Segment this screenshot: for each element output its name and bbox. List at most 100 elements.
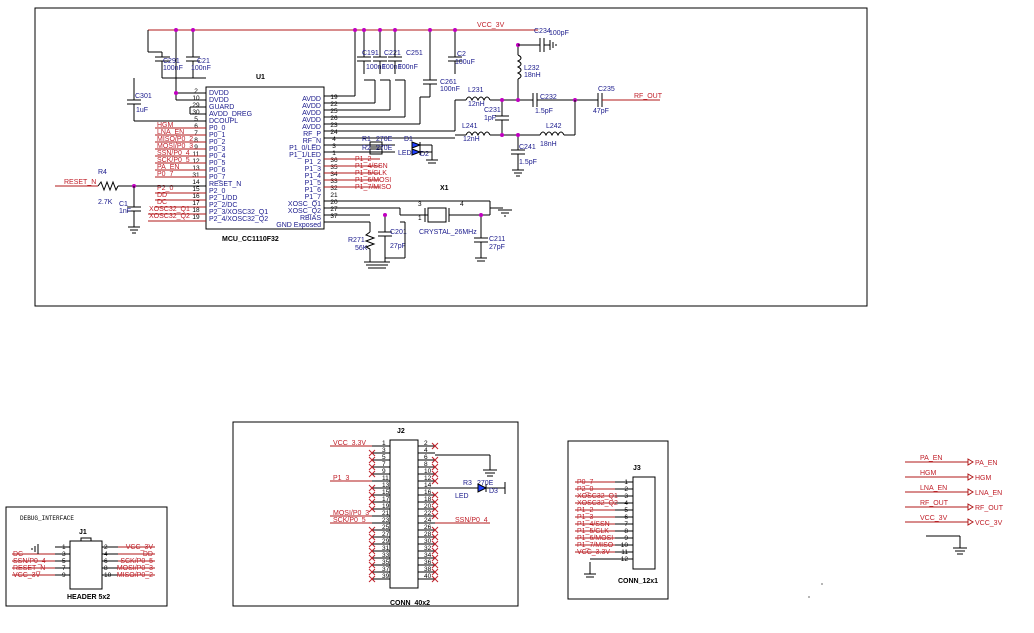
j2-frame (232, 421, 519, 607)
j3-pin-number: 1 (624, 479, 628, 486)
svg-text:C1: C1 (119, 201, 128, 208)
svg-text:27pF: 27pF (390, 243, 406, 250)
u1-pin-name: RBIAS (300, 215, 321, 222)
j2-pin-number: 6 (424, 454, 428, 461)
port-arrow-icon (967, 503, 974, 511)
svg-text:1.5pF: 1.5pF (519, 159, 537, 166)
j2-pin-number: 17 (382, 496, 390, 503)
j2-pin-number: 16 (424, 489, 432, 496)
j2-pin-number: 27 (382, 531, 390, 538)
j1-pin-number: 4 (104, 551, 108, 558)
j1-pin-number: 9 (62, 572, 66, 579)
svg-text:C291: C291 (163, 58, 180, 65)
svg-text:100nF: 100nF (382, 64, 402, 71)
u1-pin-number: 12 (192, 158, 200, 165)
j1-net-label: VCC_3V (13, 572, 41, 579)
main-sheet-frame (34, 7, 868, 307)
j2-pin-number: 26 (424, 524, 432, 531)
u1-pin-name: XOSC_Q2 (288, 208, 321, 215)
u1-pin-number: 10 (192, 95, 200, 102)
j3-net-label: P1_3 (577, 514, 593, 521)
j2-pin-number: 40 (424, 573, 432, 580)
svg-text:C235: C235 (598, 86, 615, 93)
u1-net-label: P2_0 (157, 185, 173, 192)
cap-c2: C2 100uF (448, 51, 475, 74)
svg-text:R4: R4 (98, 169, 107, 176)
j2-pin-number: 35 (382, 559, 390, 566)
svg-text:L241: L241 (462, 123, 478, 130)
j3-pin-number: 3 (624, 493, 628, 500)
u1-net-label: PA_EN (157, 164, 179, 171)
u1-net-label: XOSC32_Q2 (149, 213, 190, 220)
svg-text:4: 4 (460, 201, 464, 208)
j3-net-label: P2_0 (577, 486, 593, 493)
j1-pin-number: 5 (62, 558, 66, 565)
no-connect-mark (431, 540, 439, 548)
rf-out-net-label: RF_OUT (634, 93, 663, 100)
j1-pin-number: 6 (104, 558, 108, 565)
j1-net-label: MISO/P0_2 (117, 572, 153, 579)
u1-pin-name: P0_6 (209, 167, 225, 174)
u1-pin-number: 11 (193, 151, 200, 158)
svg-text:L232: L232 (524, 65, 540, 72)
u1-pin-number: 8 (194, 137, 198, 144)
u1-pin-name: RF_N (303, 138, 321, 145)
no-connect-mark (431, 554, 439, 562)
u1-pin-number: 2 (194, 88, 198, 95)
svg-text:1uF: 1uF (136, 107, 148, 114)
j3-pin-number: 4 (624, 500, 628, 507)
svg-text:CRYSTAL_26MHz: CRYSTAL_26MHz (419, 229, 477, 236)
j2-pin-number: 30 (424, 538, 432, 545)
svg-text:X1: X1 (440, 185, 449, 192)
svg-text:100nF: 100nF (398, 64, 418, 71)
u1-pin-name: P1_2 (305, 159, 321, 166)
j2-net-label: SSN/P0_4 (455, 517, 488, 524)
no-connect-mark (431, 547, 439, 555)
u1-pin-number: 1 (332, 150, 336, 157)
cap-c291: C291 100nF (148, 51, 183, 78)
vcc-label: VCC_3V (477, 22, 505, 29)
svg-text:C2: C2 (457, 51, 466, 58)
u1-pin-number: 22 (330, 101, 338, 108)
no-connect-mark (368, 554, 376, 562)
j2-pin-number: 9 (382, 468, 386, 475)
u1-pin-name: RF_P (303, 131, 321, 138)
u1-pin-number: 34 (330, 171, 338, 178)
j3-net-label: XOSC32_Q2 (577, 500, 618, 507)
svg-text:LED: LED (398, 150, 412, 157)
j1-net-label: DD (143, 551, 153, 558)
j2-pin-number: 1 (382, 440, 386, 447)
no-connect-mark (431, 477, 439, 485)
svg-text:D2: D2 (420, 151, 429, 158)
svg-text:1pF: 1pF (484, 115, 496, 122)
j3-net-label: XOSC32_Q1 (577, 493, 618, 500)
svg-text:C234: C234 (534, 28, 551, 35)
port-net-label: PA_EN (920, 455, 942, 462)
no-connect-mark (368, 505, 376, 513)
svg-text:C261: C261 (440, 79, 457, 86)
j2-pin-number: 19 (382, 503, 390, 510)
u1-net-label: MISO/P0_2 (157, 136, 193, 143)
no-connect-mark (431, 526, 439, 534)
svg-text:2.7K: 2.7K (98, 199, 113, 206)
no-connect-mark (431, 470, 439, 478)
svg-text:C191: C191 (362, 50, 379, 57)
u1-pin-name: P2_2/DC (209, 202, 237, 209)
svg-text:R3: R3 (463, 480, 472, 487)
j2-pin-number: 22 (424, 510, 432, 517)
port-net-label: LNA_EN (920, 485, 947, 492)
u1-pin-number: 13 (192, 165, 200, 172)
j1-body (69, 540, 103, 590)
j3-frame (567, 440, 669, 600)
port-name: VCC_3V (975, 520, 1003, 527)
u1-pin-name: AVDD (302, 110, 321, 117)
u1-pin-number: 9 (194, 144, 198, 151)
no-connect-mark (368, 484, 376, 492)
u1-pin-number: 5 (194, 116, 198, 123)
j2-pin-number: 10 (424, 468, 432, 475)
j2-net-label: MOSI/P0_3 (333, 510, 369, 517)
j1-pin-number: 1 (62, 544, 66, 551)
svg-text:LED: LED (455, 493, 469, 500)
j1-pin-number: 10 (104, 572, 112, 579)
u1-net-label: DD (157, 192, 167, 199)
